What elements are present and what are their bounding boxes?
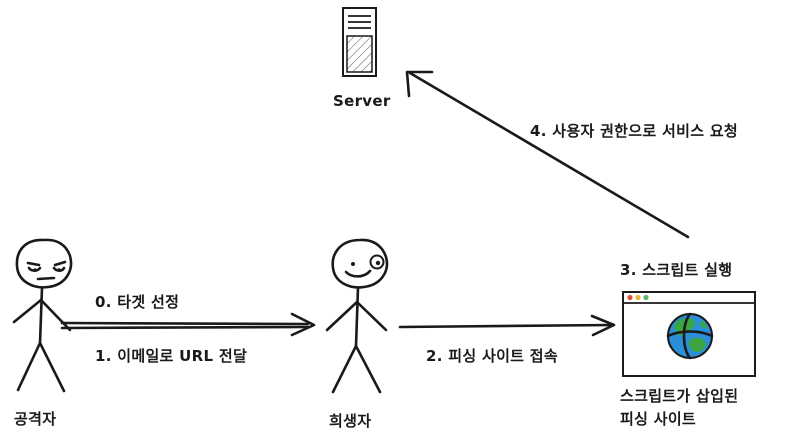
victim-label: 희생자 xyxy=(329,412,372,430)
phishing-browser-icon xyxy=(622,291,756,377)
server-label: Server xyxy=(333,92,391,110)
window-dot-green-icon xyxy=(643,294,649,301)
step1-label: 1. 이메일로 URL 전달 xyxy=(95,347,248,365)
globe-icon xyxy=(666,312,714,360)
phishing-site-label-line1: 스크립트가 삽입된 xyxy=(620,387,739,405)
arrow-site-to-server xyxy=(405,70,690,239)
phishing-site-label-line2: 피싱 사이트 xyxy=(620,410,697,428)
step2-label: 2. 피싱 사이트 접속 xyxy=(426,347,559,365)
attacker-figure-icon xyxy=(12,238,73,393)
victim-figure-icon xyxy=(325,238,389,394)
window-dot-red-icon xyxy=(627,294,633,301)
step4-label: 4. 사용자 권한으로 서비스 요청 xyxy=(530,122,739,140)
step0-label: 0. 타겟 선정 xyxy=(95,293,180,311)
attacker-label: 공격자 xyxy=(14,410,57,428)
step3-label: 3. 스크립트 실행 xyxy=(620,261,733,279)
server-icon xyxy=(342,7,377,77)
window-dot-yellow-icon xyxy=(635,294,641,301)
arrow-attacker-to-victim xyxy=(60,312,316,337)
arrow-victim-to-site xyxy=(398,314,616,337)
